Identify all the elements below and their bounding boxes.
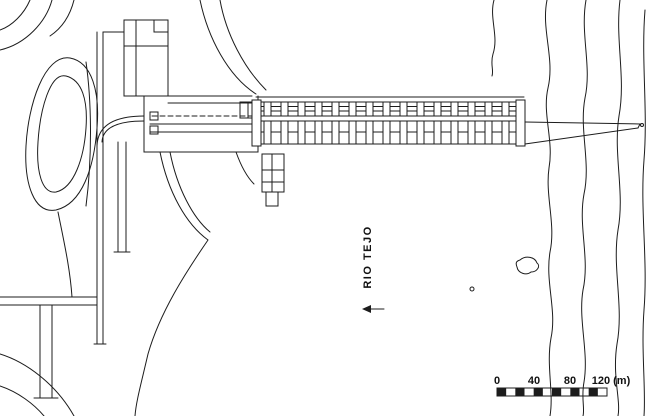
upstream-training-walls	[199, 0, 267, 95]
scale-tick-40: 40	[528, 375, 540, 387]
gate-piers-upstream	[263, 101, 510, 117]
scale-tick-120: 120 (m)	[592, 375, 631, 387]
scale-bar-segments	[496, 387, 608, 397]
powerhouse-building	[123, 19, 169, 97]
scale-tick-80: 80	[564, 375, 576, 387]
gate-piers-downstream	[263, 120, 510, 145]
downstream-guide-walls	[134, 151, 255, 416]
scale-bar: 0 40 80 120 (m)	[494, 375, 631, 397]
flow-arrow-icon	[362, 305, 385, 313]
navigation-lock	[96, 95, 259, 153]
left-bank-contours	[0, 0, 99, 416]
right-bank-contours	[469, 0, 646, 416]
river-name-label: RIO TEJO	[362, 225, 374, 288]
fish-pass-structure	[261, 153, 285, 207]
dam-barrage	[251, 96, 526, 147]
left-roads-and-walls	[0, 31, 131, 399]
training-jetty	[524, 121, 644, 145]
scale-tick-0: 0	[494, 375, 500, 387]
